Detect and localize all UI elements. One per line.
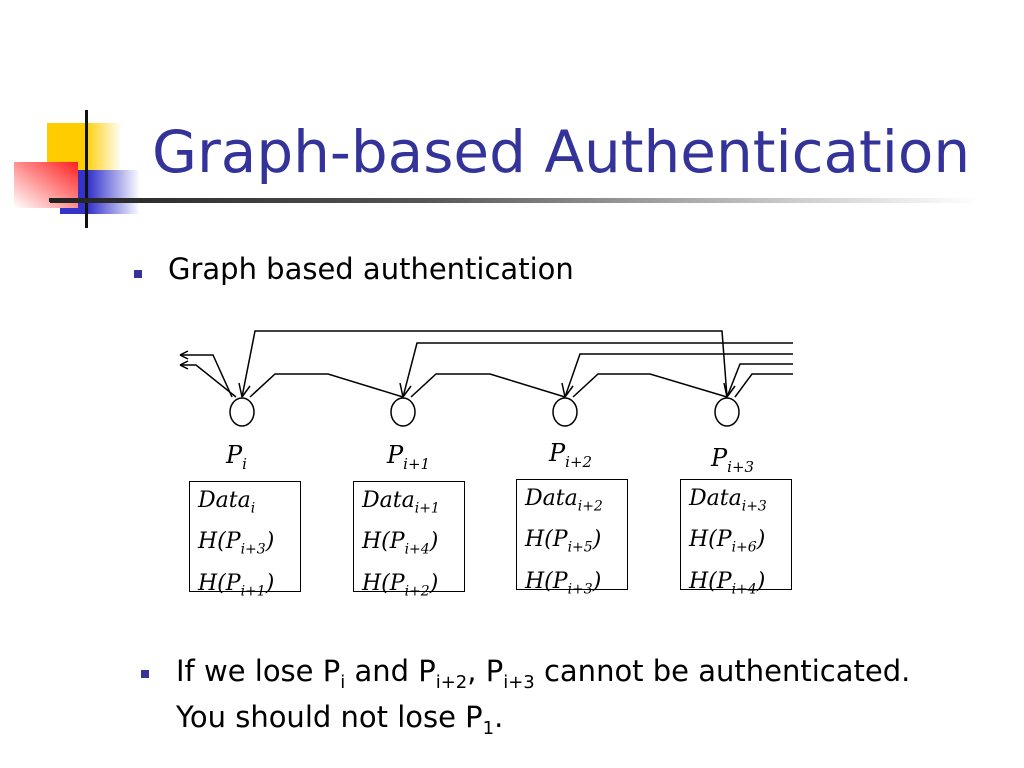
slide-title: Graph-based Authentication bbox=[152, 118, 971, 186]
node-circle bbox=[552, 397, 578, 427]
packet-box: Datai+1 H(Pi+4) H(Pi+2) bbox=[353, 481, 465, 599]
bullet-text: Graph based authentication bbox=[168, 252, 574, 286]
edge bbox=[572, 373, 728, 398]
title-divider bbox=[50, 198, 980, 203]
edge bbox=[249, 373, 404, 398]
edge bbox=[180, 364, 237, 398]
edge bbox=[564, 353, 793, 398]
bullet-icon bbox=[141, 670, 149, 678]
edge bbox=[180, 354, 233, 398]
node-label: Pi+2 bbox=[549, 439, 593, 471]
edge bbox=[402, 342, 793, 398]
packet-box: Datai H(Pi+3) H(Pi+1) bbox=[189, 481, 301, 599]
edge bbox=[726, 363, 793, 398]
packet-box: Datai+3 H(Pi+6) H(Pi+4) bbox=[680, 479, 792, 597]
bullet-icon bbox=[134, 270, 142, 278]
decorative-logo bbox=[14, 110, 200, 228]
edge bbox=[410, 373, 566, 398]
node-circle bbox=[714, 397, 740, 427]
node-label: Pi bbox=[226, 441, 247, 473]
edge bbox=[241, 330, 728, 398]
edge bbox=[734, 373, 793, 398]
node-label: Pi+3 bbox=[711, 444, 755, 476]
node-circle bbox=[390, 397, 416, 427]
node-circle bbox=[229, 397, 255, 427]
bullet-text: If we lose Pi and Pi+2, Pi+3 cannot be a… bbox=[176, 654, 911, 739]
node-label: Pi+1 bbox=[387, 441, 431, 473]
packet-box: Datai+2 H(Pi+5) H(Pi+3) bbox=[516, 479, 628, 597]
